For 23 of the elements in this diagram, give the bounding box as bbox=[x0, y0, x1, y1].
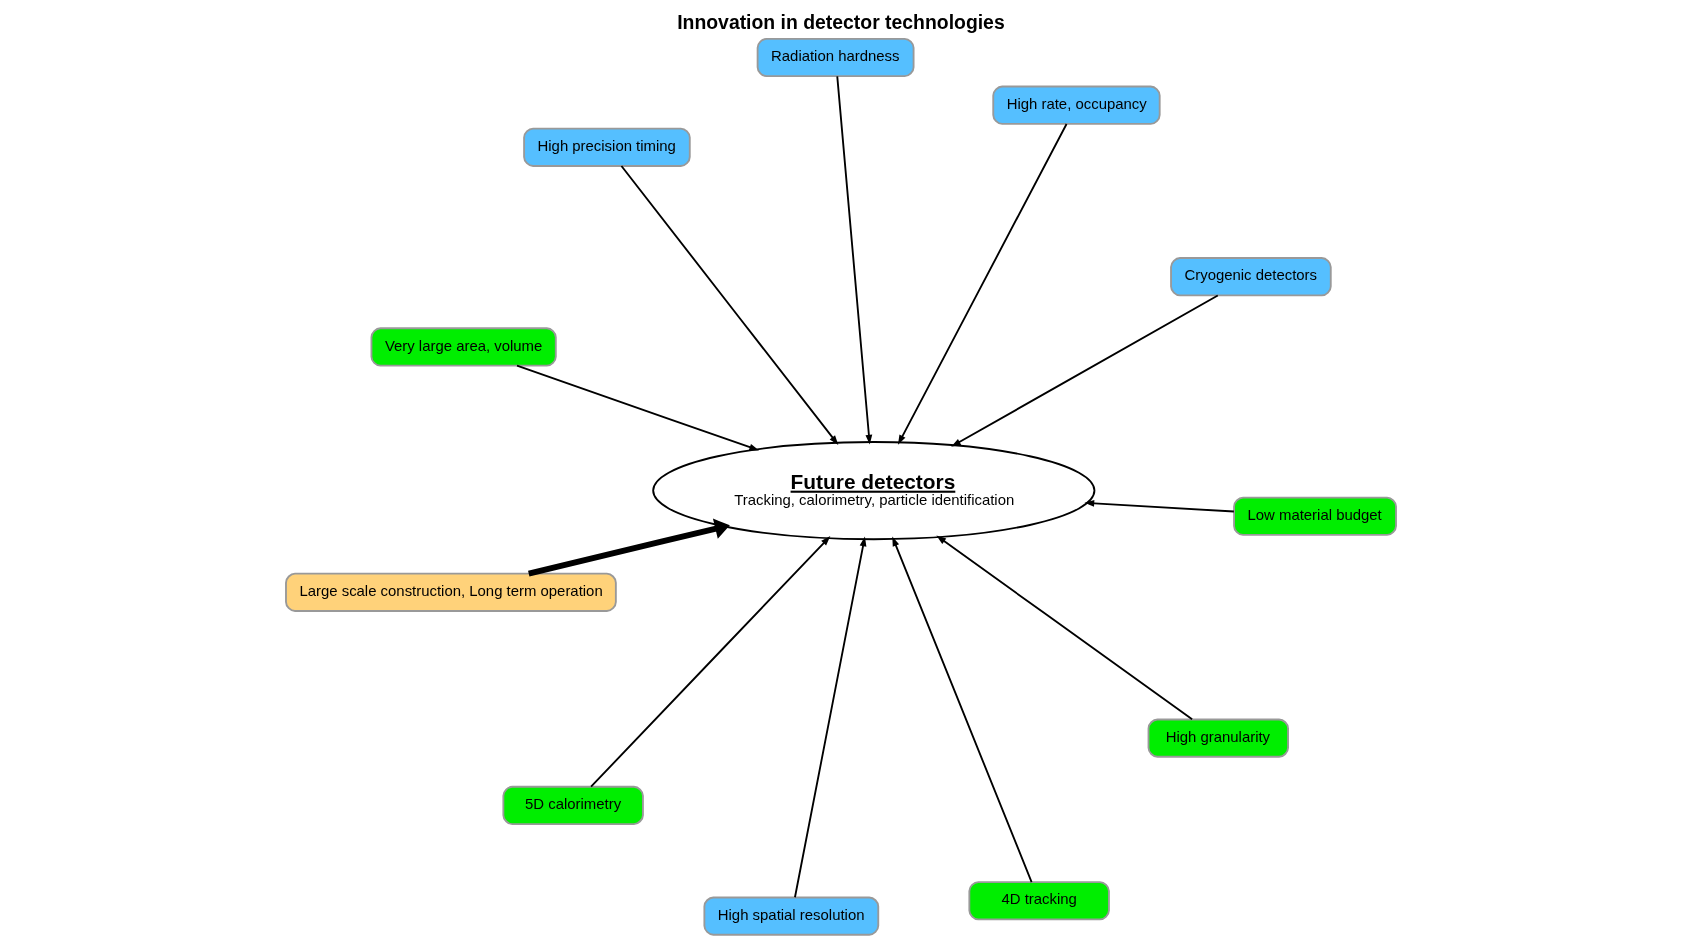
arrow bbox=[951, 294, 1219, 447]
arrow bbox=[620, 165, 839, 445]
node-box: Low material budget bbox=[1233, 496, 1397, 536]
arrow bbox=[936, 535, 1194, 721]
arrow bbox=[1084, 500, 1235, 513]
arrow bbox=[892, 536, 1033, 883]
arrow bbox=[794, 536, 867, 899]
node-box: Very large area, volume bbox=[370, 327, 557, 367]
node-box: 4D tracking bbox=[968, 881, 1110, 921]
arrow bbox=[516, 364, 760, 451]
arrow bbox=[528, 518, 730, 577]
node-box: High spatial resolution bbox=[703, 896, 880, 936]
node-box: Cryogenic detectors bbox=[1170, 257, 1332, 297]
arrow bbox=[836, 75, 873, 445]
diagram-title: Innovation in detector technologies bbox=[677, 11, 1005, 33]
arrow bbox=[590, 536, 831, 788]
node-box: High rate, occupancy bbox=[992, 85, 1161, 125]
node-box: Radiation hardness bbox=[756, 37, 915, 78]
node-box: 5D calorimetry bbox=[502, 785, 644, 825]
arrow bbox=[897, 123, 1068, 445]
node-box: Large scale construction, Long term operation bbox=[285, 572, 617, 612]
node-box: High granularity bbox=[1147, 718, 1289, 758]
node-box: High precision timing bbox=[523, 127, 691, 167]
